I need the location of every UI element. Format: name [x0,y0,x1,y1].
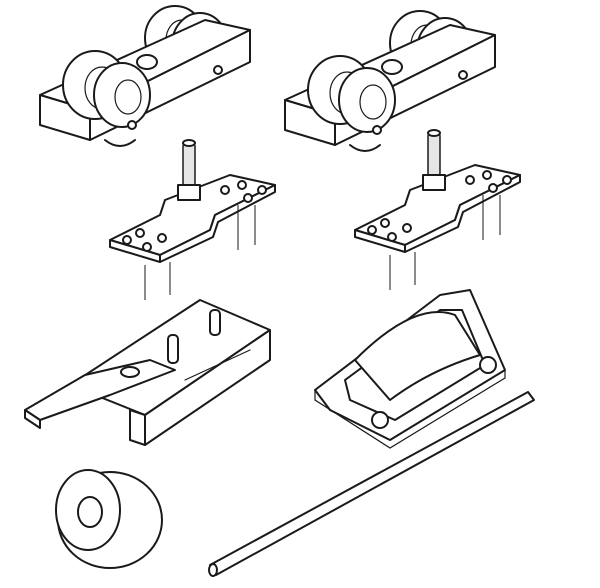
clip-stopper [24,299,271,446]
mounting-bracket-left [109,139,276,301]
track-rod [208,391,535,577]
rubber-buffer [55,469,163,569]
roller-carriage-left [39,5,251,147]
roller-carriage-right [284,10,496,152]
mounting-bracket-right [354,129,521,291]
floor-guide [314,289,506,449]
